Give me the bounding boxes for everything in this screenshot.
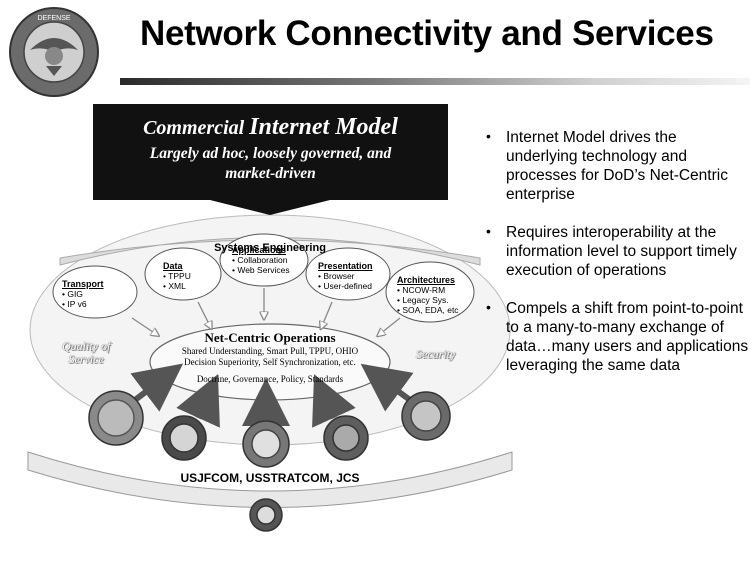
- banner-commercial: Commercial: [143, 117, 245, 139]
- banner-text: Commercial Internet Model Largely ad hoc…: [93, 114, 448, 184]
- bullet-item: • Internet Model drives the underlying t…: [486, 128, 750, 204]
- systems-engineering-label: Systems Engineering: [214, 242, 326, 254]
- presentation-text: Presentation • Browser • User-defined: [318, 261, 373, 291]
- applications-text: Applications • Collaboration • Web Servi…: [232, 245, 290, 275]
- net-centric-operations: Net-Centric Operations Shared Understand…: [160, 330, 380, 384]
- transport-bubble: [52, 265, 138, 319]
- title-rule: [120, 78, 750, 85]
- quality-of-service-label: Quality of Service: [62, 340, 110, 366]
- architectures-title: Architectures: [397, 275, 456, 285]
- presentation-item: • User-defined: [318, 281, 373, 291]
- transport-title: Transport: [62, 279, 104, 289]
- architectures-item: • SOA, EDA, etc: [397, 305, 459, 315]
- bullet-dot-icon: •: [486, 128, 491, 144]
- architectures-bubble: [385, 261, 475, 323]
- presentation-item: • Browser: [318, 271, 355, 281]
- data-title: Data: [163, 261, 183, 271]
- architectures-item: • Legacy Sys.: [397, 295, 449, 305]
- qos-line1: Quality of: [62, 339, 111, 353]
- applications-title: Applications: [232, 245, 287, 255]
- bullet-dot-icon: •: [486, 299, 491, 315]
- commands-band: [27, 451, 513, 508]
- svg-text:DEFENSE: DEFENSE: [37, 15, 70, 22]
- transport-item: • IP v6: [62, 299, 87, 309]
- banner-line2: Largely ad hoc, loosely governed, and: [149, 145, 392, 162]
- data-item: • XML: [163, 281, 186, 291]
- security-label: Security: [416, 347, 456, 361]
- applications-item: • Web Services: [232, 265, 290, 275]
- slide-title: Network Connectivity and Services: [140, 14, 714, 53]
- bullet-item: • Compels a shift from point-to-point to…: [486, 299, 750, 375]
- presentation-title: Presentation: [318, 261, 373, 271]
- nco-title: Net-Centric Operations: [204, 330, 336, 345]
- bullet-text: Compels a shift from point-to-point to a…: [506, 300, 749, 374]
- internet-model-banner: [93, 104, 448, 215]
- bullet-list: • Internet Model drives the underlying t…: [486, 128, 750, 394]
- systems-engineering-band: [59, 237, 481, 266]
- bullet-text: Internet Model drives the underlying tec…: [506, 129, 728, 203]
- architectures-text: Architectures • NCOW-RM • Legacy Sys. • …: [397, 275, 459, 315]
- transport-text: Transport • GIG • IP v6: [62, 279, 104, 309]
- dod-seal-logo: DEFENSE: [9, 7, 99, 97]
- data-text: Data • TPPU • XML: [163, 261, 191, 291]
- transport-item: • GIG: [62, 289, 83, 299]
- banner-line3: market-driven: [225, 165, 316, 182]
- qos-line2: Service: [68, 352, 104, 366]
- data-bubble: [144, 247, 222, 301]
- architectures-item: • NCOW-RM: [397, 285, 446, 295]
- data-item: • TPPU: [163, 271, 191, 281]
- nco-line: Doctrine, Governance, Policy, Standards: [196, 374, 344, 384]
- banner-internet-model: Internet Model: [249, 114, 398, 140]
- bullet-text: Requires interoperability at the informa…: [506, 224, 737, 279]
- nco-line: Decision Superiority, Self Synchronizati…: [184, 357, 356, 367]
- nco-line: Shared Understanding, Smart Pull, TPPU, …: [181, 346, 359, 356]
- applications-item: • Collaboration: [232, 255, 288, 265]
- applications-bubble: [219, 233, 309, 287]
- bullet-dot-icon: •: [486, 223, 491, 239]
- presentation-bubble: [305, 247, 391, 301]
- commands-label: USJFCOM, USSTRATCOM, JCS: [180, 471, 360, 485]
- bullet-item: • Requires interoperability at the infor…: [486, 223, 750, 280]
